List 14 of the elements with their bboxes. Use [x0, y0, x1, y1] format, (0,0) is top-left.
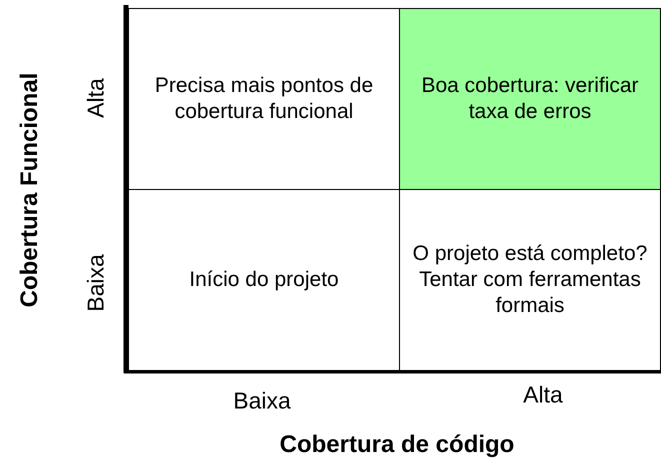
cell-text: Precisa mais pontos de cobertura funcional	[154, 73, 374, 125]
axis-title: Cobertura Funcional	[16, 72, 44, 308]
axis-tick-label: Baixa	[233, 388, 291, 414]
cell-text: O projeto está completo? Tentar com ferramentas formais	[412, 241, 648, 319]
axis-title: Cobertura de código	[280, 431, 514, 459]
matrix-cell	[128, 8, 400, 190]
cell-text: Início do projeto	[188, 267, 340, 293]
matrix-cell	[399, 8, 661, 190]
matrix-cell	[399, 189, 661, 371]
cell-text: Boa cobertura: verificar taxa de erros	[420, 73, 640, 125]
axis-tick-label: Alta	[523, 382, 563, 408]
matrix-cell	[128, 189, 400, 371]
axis-tick-label: Baixa	[82, 254, 110, 312]
axis-tick-label: Alta	[82, 78, 110, 118]
